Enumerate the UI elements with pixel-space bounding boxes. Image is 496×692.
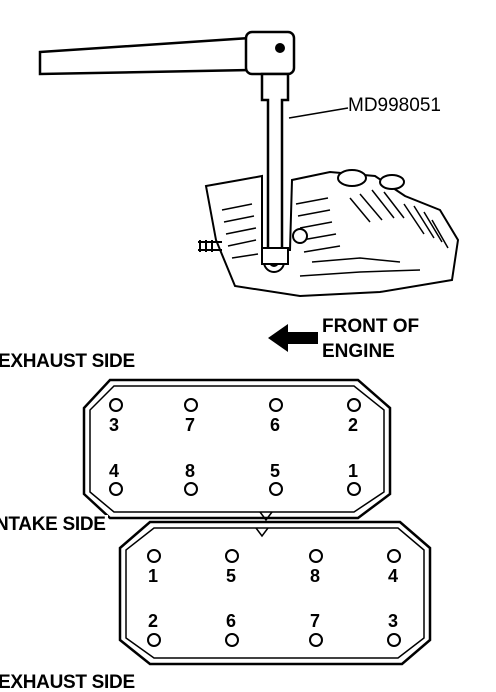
bolt-hole: [387, 633, 401, 647]
bolt-number: 1: [148, 566, 159, 586]
valve-gear-detail: [221, 189, 449, 277]
engine-illustration: [38, 30, 460, 298]
bolt-number: 7: [185, 415, 196, 435]
bolt-number: 8: [185, 461, 196, 481]
bolt-number: 7: [310, 611, 321, 631]
bolt-number: 5: [270, 461, 281, 481]
bolt-number: 2: [148, 611, 159, 631]
socket-tool-shaft: [260, 72, 290, 252]
bolt-hole: [147, 633, 161, 647]
front-arrow-icon: [268, 324, 318, 352]
head-1-intake-side-label: INTAKE SIDE: [0, 515, 108, 534]
front-of-engine-label: FRONT OF ENGINE: [322, 314, 419, 364]
cylinder-head-2-outline: [118, 520, 432, 666]
bolt-hole: [309, 549, 323, 563]
bolt-hole: [225, 633, 239, 647]
rocker-post: [337, 169, 367, 187]
socket-tip: [261, 247, 289, 265]
bolt-hole: [269, 398, 283, 412]
bolt-number: 6: [226, 611, 237, 631]
bolt-number: 4: [388, 566, 399, 586]
bolt-number: 2: [348, 415, 359, 435]
front-label-line2: ENGINE: [322, 341, 395, 362]
bolt-number: 3: [388, 611, 399, 631]
wrench-head: [244, 30, 296, 76]
stud: [198, 240, 222, 252]
bolt-hole: [309, 633, 323, 647]
bolt-hole: [147, 549, 161, 563]
bolt-hole: [387, 549, 401, 563]
bolt-number: 6: [270, 415, 281, 435]
wrench-pivot-pin: [275, 43, 285, 53]
wrench-handle: [38, 36, 252, 76]
tool-label: MD998051: [348, 95, 441, 116]
bolt-number: 8: [310, 566, 321, 586]
bolt-number: 5: [226, 566, 237, 586]
bolt-number: 1: [348, 461, 359, 481]
bolt-hole: [184, 482, 198, 496]
rocker-post: [379, 174, 405, 190]
bolt-number: 3: [109, 415, 120, 435]
bolt-number: 4: [109, 461, 120, 481]
bolt-hole: [109, 398, 123, 412]
bolt-hole: [109, 482, 123, 496]
head-2-exhaust-side-label: EXHAUST SIDE: [0, 672, 135, 692]
tool-leader-line: [288, 107, 349, 119]
front-label-line1: FRONT OF: [322, 316, 420, 337]
head-bolt: [292, 228, 308, 244]
bolt-holes-head-1: [109, 398, 361, 496]
bolt-hole: [225, 549, 239, 563]
bolt-hole: [347, 398, 361, 412]
bolt-holes-head-2: [147, 549, 401, 647]
bolt-hole: [269, 482, 283, 496]
bolt-hole: [347, 482, 361, 496]
bolt-hole: [184, 398, 198, 412]
head-1-exhaust-side-label: EXHAUST SIDE: [0, 351, 135, 372]
cylinder-head-1-outline: [82, 378, 392, 522]
